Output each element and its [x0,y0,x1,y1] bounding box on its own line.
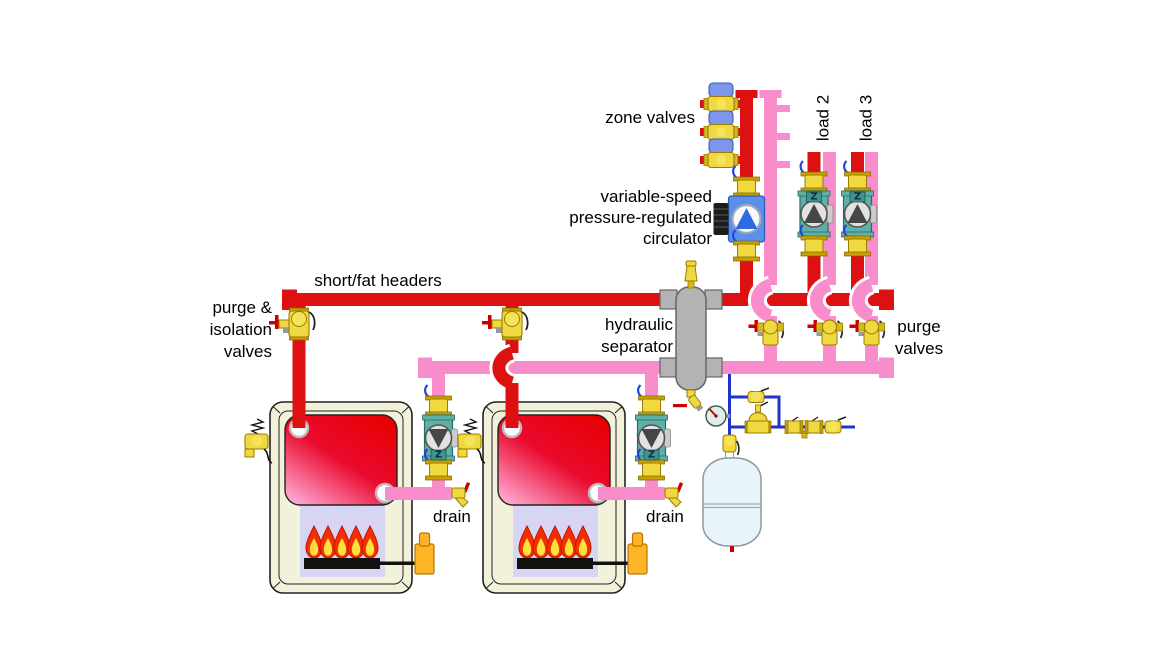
purge-iso-line3: valves [223,342,272,361]
vs-label-line2: pressure-regulated [569,208,712,227]
load-2-label: load 2 [813,94,833,142]
zone-valve-1 [703,82,739,113]
supply-header-pipe [282,289,894,310]
pipe-crossover-hop [748,275,775,326]
purge-valves-line2: valves [894,339,944,358]
purge-valves-line1: purge [897,317,941,336]
zone-valve-3 [703,138,739,169]
pump-marking: Z [435,450,442,461]
purge-iso-line2: isolation [209,320,272,339]
boiler-2-circulator: Z [636,385,671,480]
variable-speed-circulator-label: variable-speed pressure-regulated circul… [569,186,712,249]
purge-valve-zone [747,319,785,346]
separator-drain-valve-icon [673,389,704,412]
purge-valve-load-3 [848,319,886,346]
purge-valve-load-2 [806,319,844,346]
purge-valves-label: purge valves [888,316,950,360]
backflow-preventer-icon [784,416,824,439]
pressure-gauge-icon [705,405,727,427]
drain-label-boiler-1: drain [433,507,471,526]
air-vent-icon [684,260,698,289]
feed-ball-valve-icon [824,416,847,434]
bypass-ball-valve-icon [747,387,770,403]
hydraulic-separator [659,260,723,412]
drain-label-boiler-2: drain [646,507,684,526]
drain-valve-boiler-1 [451,481,471,508]
hyd-sep-line1: hydraulic [604,315,673,334]
load-3-label: load 3 [856,94,876,142]
load-3-circulator: Z [842,161,877,256]
return-header-pipe [418,357,894,378]
zone-valve-2 [703,110,739,141]
purge-isolation-valve-boiler-1 [268,307,316,341]
short-fat-headers-label: short/fat headers [314,271,442,290]
purge-isolation-valve-boiler-2 [481,307,529,341]
pipe-crossover-hop [807,275,834,326]
expansion-tank [702,434,762,552]
purge-iso-line1: purge & [212,298,272,317]
tank-valve-icon [722,434,740,456]
boiler-1-circulator: Z [423,385,458,480]
pump-marking: Z [854,192,861,203]
load-2-circulator: Z [798,161,833,256]
vs-label-line3: circulator [643,229,712,248]
pump-marking: Z [810,192,817,203]
pipe-crossover-hop [489,343,516,393]
hydraulic-separator-label: hydraulic separator [601,314,673,358]
pump-marking: Z [648,450,655,461]
drain-valve-boiler-2 [664,481,684,508]
pipe-crossover-hop [849,275,876,326]
purge-isolation-valves-label: purge & isolation valves [210,297,272,363]
zone-valves-label: zone valves [605,108,695,127]
hyd-sep-line2: separator [601,337,673,356]
variable-speed-circulator [713,164,766,263]
vs-label-line1: variable-speed [600,187,712,206]
pressure-reducing-valve-icon [744,401,772,434]
